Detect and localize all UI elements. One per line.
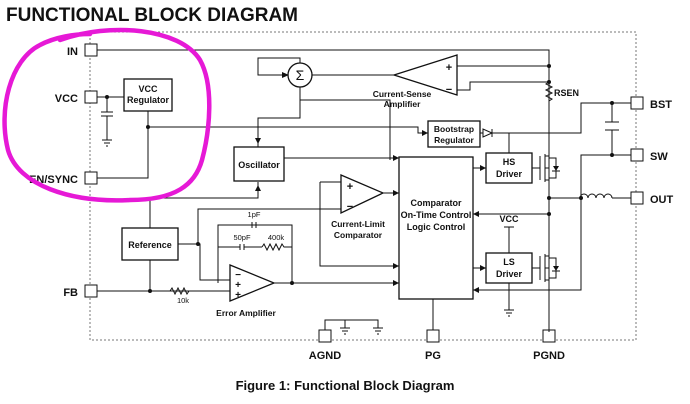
fb-resistor: 10k bbox=[169, 286, 190, 305]
rsen-label: RSEN bbox=[554, 88, 579, 98]
pin-out-label: OUT bbox=[650, 194, 674, 206]
hs-driver-block: HS Driver bbox=[485, 152, 533, 184]
ls-vcc-supply: VCC bbox=[499, 214, 519, 228]
ea-minus: − bbox=[235, 270, 241, 281]
ea-plus-1: + bbox=[235, 280, 241, 291]
pin-squares bbox=[84, 43, 644, 343]
figure-caption: Figure 1: Functional Block Diagram bbox=[236, 378, 455, 393]
error-amp-label: Error Amplifier bbox=[216, 308, 276, 318]
vcc-regulator-line2: Regulator bbox=[127, 95, 170, 105]
cap-1pf-label: 1pF bbox=[248, 210, 261, 219]
bootstrap-regulator-block: Bootstrap Regulator bbox=[427, 120, 481, 148]
current-limit-comparator: + − Current-Limit Comparator bbox=[331, 174, 385, 240]
pin-in-square bbox=[84, 43, 98, 57]
error-amplifier: − + + Error Amplifier bbox=[216, 264, 277, 318]
rsen-resistor: RSEN bbox=[544, 81, 579, 102]
bootstrap-regulator-line2: Regulator bbox=[434, 135, 474, 145]
ls-driver-line1: LS bbox=[503, 257, 515, 267]
oscillator-label: Oscillator bbox=[238, 160, 280, 170]
summing-junction: Σ bbox=[287, 62, 313, 88]
reference-block: Reference bbox=[121, 227, 179, 261]
sum-symbol: Σ bbox=[296, 67, 305, 83]
ea-plus-2: + bbox=[235, 290, 241, 301]
ls-driver-line2: Driver bbox=[496, 269, 523, 279]
pin-fb-square bbox=[84, 284, 98, 298]
pin-vcc-square bbox=[84, 90, 98, 104]
csa-label-line2: Amplifier bbox=[384, 99, 422, 109]
pin-in-label: IN bbox=[67, 46, 78, 58]
pin-bst-label: BST bbox=[650, 99, 672, 111]
pin-bst-square bbox=[630, 96, 644, 110]
reference-label: Reference bbox=[128, 240, 172, 250]
clc-minus: − bbox=[347, 201, 353, 213]
pin-out-square bbox=[630, 191, 644, 205]
hs-driver-line2: Driver bbox=[496, 169, 523, 179]
clc-plus: + bbox=[347, 181, 353, 193]
output-inductor bbox=[579, 193, 613, 199]
pin-fb-label: FB bbox=[63, 287, 78, 299]
clc-label-line1: Current-Limit bbox=[331, 219, 385, 229]
compensation-network: 1pF 50pF 400k bbox=[218, 210, 292, 252]
csa-plus: + bbox=[446, 62, 452, 74]
ground-symbols bbox=[340, 309, 514, 335]
pin-pg-square bbox=[426, 329, 440, 343]
control-line2: On-Time Control bbox=[401, 210, 472, 220]
ls-driver-block: LS Driver bbox=[485, 252, 533, 284]
bootstrap-cap bbox=[605, 121, 619, 131]
bootstrap-regulator-line1: Bootstrap bbox=[434, 124, 474, 134]
bootstrap-diode bbox=[482, 128, 503, 138]
diagram-title: FUNCTIONAL BLOCK DIAGRAM bbox=[6, 5, 298, 26]
vcc-regulator-block: VCC Regulator bbox=[123, 78, 173, 112]
clc-label-line2: Comparator bbox=[334, 230, 383, 240]
vcc-cap bbox=[101, 111, 113, 147]
pin-agnd-square bbox=[318, 329, 332, 343]
junction-dots bbox=[105, 64, 614, 293]
hs-driver-line1: HS bbox=[503, 157, 516, 167]
ls-vcc-label: VCC bbox=[499, 214, 519, 224]
res-10k-label: 10k bbox=[177, 296, 189, 305]
pin-agnd-label: AGND bbox=[309, 350, 341, 362]
low-side-fet bbox=[539, 252, 560, 332]
chip-boundary bbox=[89, 31, 637, 341]
vcc-regulator-line1: VCC bbox=[138, 84, 158, 94]
pin-pgnd-label: PGND bbox=[533, 350, 565, 362]
pin-vcc-label: VCC bbox=[55, 93, 78, 105]
pin-en-sync-square bbox=[84, 171, 98, 185]
pin-pg-label: PG bbox=[425, 350, 441, 362]
high-side-fet bbox=[539, 152, 560, 182]
res-400k-label: 400k bbox=[268, 233, 285, 242]
wires bbox=[97, 49, 637, 332]
current-sense-amplifier: + − Current-Sense Amplifier bbox=[373, 54, 458, 109]
csa-label-line1: Current-Sense bbox=[373, 89, 432, 99]
control-line3: Logic Control bbox=[407, 222, 466, 232]
cap-50pf-label: 50pF bbox=[233, 233, 251, 242]
annotation-circle bbox=[2, 27, 212, 203]
csa-minus: − bbox=[446, 84, 452, 96]
arrowheads bbox=[255, 72, 486, 293]
pin-sw-square bbox=[630, 148, 644, 162]
oscillator-block: Oscillator bbox=[233, 146, 285, 182]
control-line1: Comparator bbox=[410, 198, 462, 208]
control-block: Comparator On-Time Control Logic Control bbox=[398, 156, 474, 300]
pin-sw-label: SW bbox=[650, 151, 668, 163]
